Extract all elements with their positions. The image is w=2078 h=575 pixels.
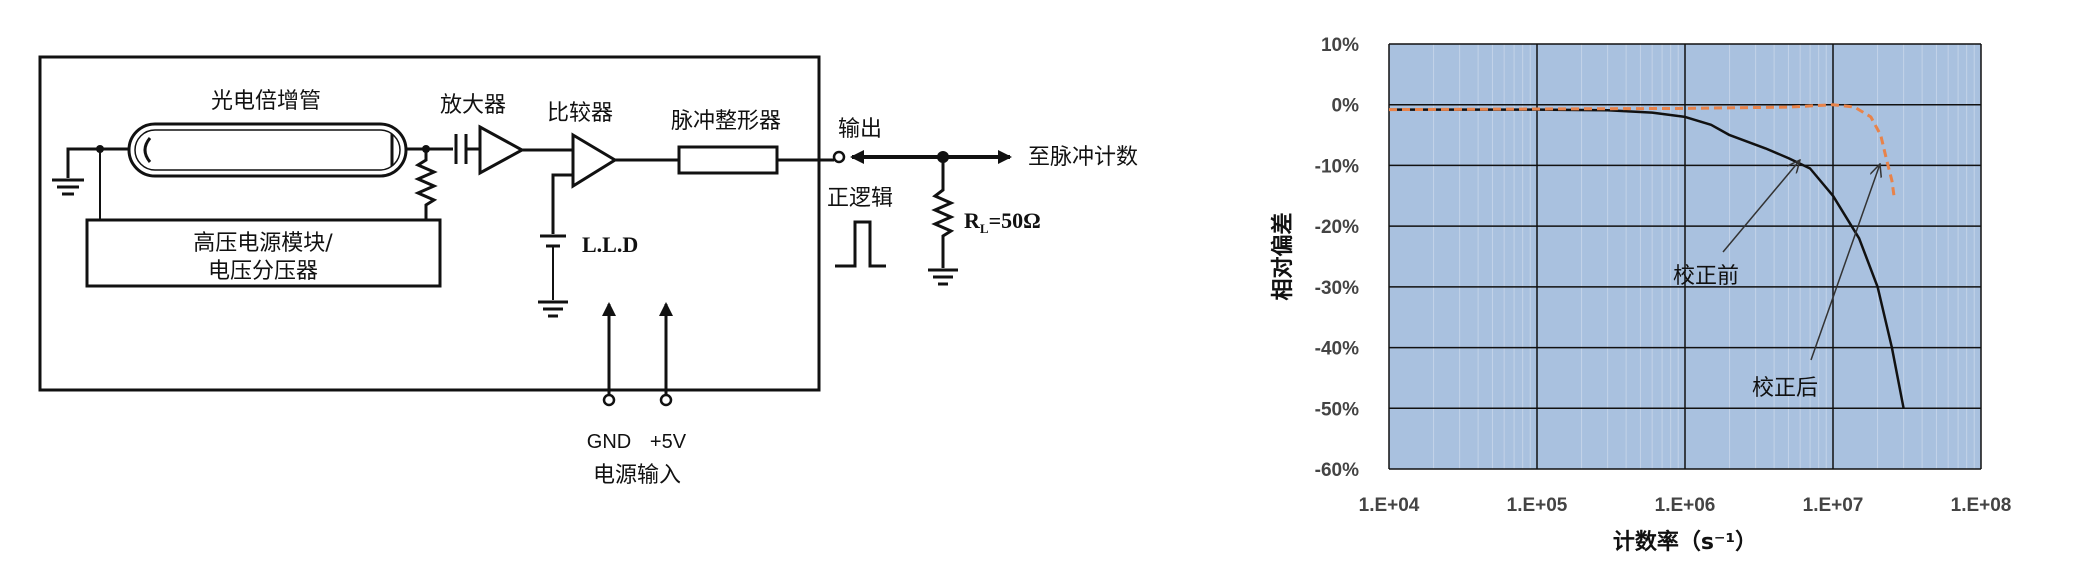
v5-terminal <box>659 393 673 407</box>
amplifier-icon <box>478 124 526 176</box>
output-label: 输出 <box>838 117 882 142</box>
annotation-label: 校正后 <box>1752 376 1818 401</box>
lld-label: L.L.D <box>582 232 638 257</box>
y-tick-label: -60% <box>1315 460 1359 481</box>
y-tick-label: 10% <box>1321 35 1359 56</box>
x-tick-label: 1.E+05 <box>1507 495 1568 516</box>
load-resistor-icon <box>414 149 438 220</box>
series-line-after-correction <box>1388 103 1896 200</box>
x-tick-label: 1.E+04 <box>1359 495 1420 516</box>
comparator-label: 比较器 <box>547 101 613 126</box>
power-input-label: 电源输入 <box>593 463 681 488</box>
rl-resistor-icon <box>931 157 955 268</box>
rl-label: RL=50Ω <box>964 208 1041 236</box>
x-axis-label: 计数率（s⁻¹） <box>1613 529 1757 555</box>
deviation-chart: 10% 0% -10% -20% -30% -40% -50% -60% 1.E+04 1.E+… <box>1270 35 2011 555</box>
shaper-label: 脉冲整形器 <box>671 109 781 134</box>
hv-supply-module <box>85 218 442 288</box>
y-tick-label: -30% <box>1315 278 1359 299</box>
x-tick-label: 1.E+07 <box>1803 495 1864 516</box>
module-enclosure <box>38 55 821 392</box>
x-tick-label: 1.E+08 <box>1951 495 2012 516</box>
photocathode-icon <box>143 137 152 163</box>
y-tick-label: -20% <box>1315 217 1359 238</box>
pulse-waveform-icon <box>835 220 886 268</box>
gnd-terminal <box>602 393 616 407</box>
x-tick-label: 1.E+06 <box>1655 495 1716 516</box>
ground-icon <box>928 268 958 286</box>
circuit-diagram: 光电倍增管 高压电源模块/ 电压分压器 放大器 比 <box>38 55 1138 488</box>
hv-label-line2: 电压分压器 <box>208 259 318 284</box>
y-tick-label: -40% <box>1315 339 1359 360</box>
ground-icon <box>52 178 84 196</box>
pmt-label: 光电倍增管 <box>211 89 321 114</box>
annotation-arrow <box>1810 164 1880 361</box>
annotation-label: 校正前 <box>1673 264 1739 289</box>
y-axis-label: 相对偏差 <box>1270 212 1296 300</box>
gnd-label: GND <box>587 431 631 453</box>
y-tick-label: -10% <box>1315 156 1359 177</box>
to-counter-label: 至脉冲计数 <box>1028 145 1138 170</box>
pulse-shaper-block <box>677 145 779 175</box>
hv-label-line1: 高压电源模块/ <box>193 231 333 256</box>
positive-logic-label: 正逻辑 <box>827 186 893 211</box>
amplifier-label: 放大器 <box>440 93 506 118</box>
series-line-before-correction <box>1389 108 1905 409</box>
comparator-icon <box>571 132 618 189</box>
v5-label: +5V <box>650 431 687 453</box>
capacitor-icon <box>454 134 468 164</box>
y-tick-label: 0% <box>1332 96 1360 117</box>
output-terminal <box>832 150 846 164</box>
y-tick-label: -50% <box>1315 399 1359 420</box>
battery-icon <box>540 234 566 248</box>
photomultiplier-tube <box>127 122 408 178</box>
annotation-arrow <box>1722 160 1800 253</box>
ground-icon <box>538 300 568 318</box>
